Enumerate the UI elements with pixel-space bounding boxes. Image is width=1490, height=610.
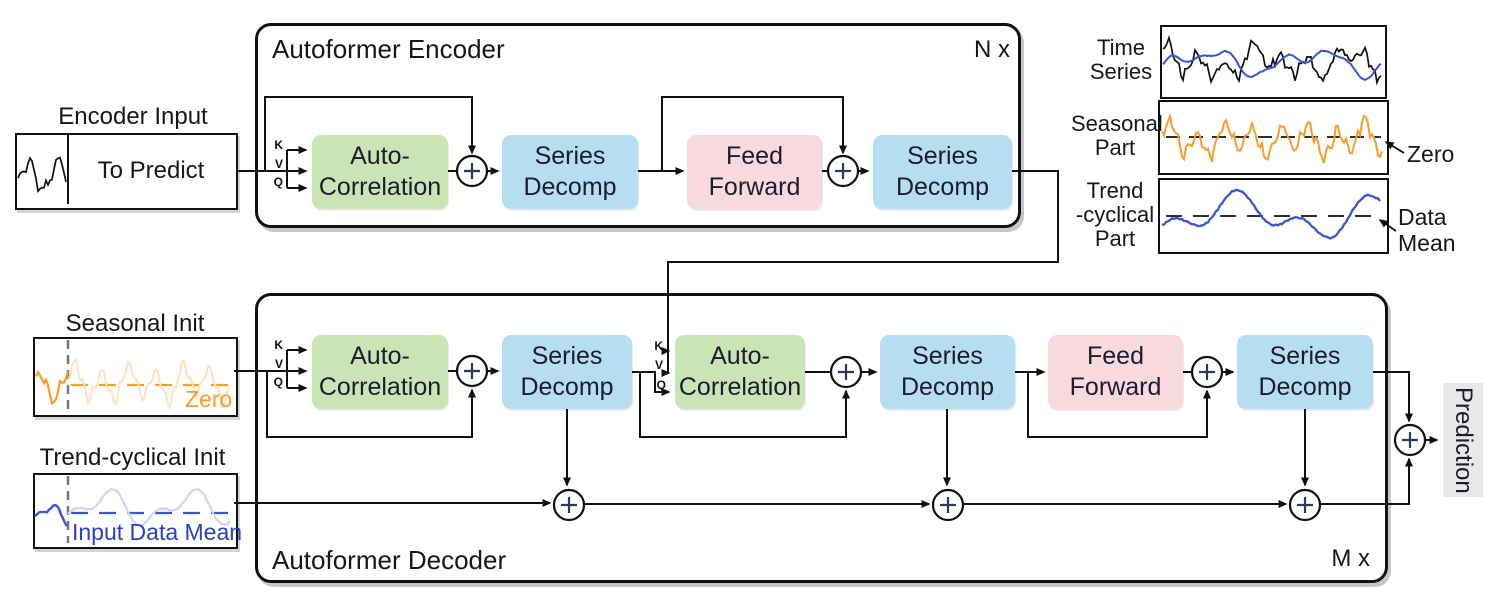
encoder-series-decomp-2-block: Series Decomp — [873, 135, 1012, 209]
encoder-feed-forward-block: Feed Forward — [687, 135, 822, 209]
decoder-feed-forward-block: Feed Forward — [1048, 335, 1183, 409]
decoder-self-k-label: K — [274, 338, 283, 352]
encoder-series-decomp-1-block: Series Decomp — [502, 135, 638, 209]
seasonal-part-panel — [1158, 100, 1389, 175]
encoder-q-label: Q — [273, 175, 283, 189]
sum-node — [1393, 423, 1427, 457]
trend-init-mean-annotation: Input Data Mean — [72, 519, 243, 545]
decoder-cross-q-label: Q — [656, 378, 666, 392]
decoder-repeat-count: M x — [1331, 545, 1370, 572]
seasonal-part-label: Seasonal Part — [1071, 111, 1163, 160]
decoder-series-decomp-3-block: Series Decomp — [1237, 335, 1373, 409]
decoder-title: Autoformer Decoder — [272, 545, 507, 575]
encoder-repeat-count: N x — [974, 36, 1010, 63]
data-mean-annotation: Data Mean — [1398, 204, 1456, 256]
decoder-cross-v-label: V — [654, 358, 663, 372]
encoder-auto-correlation-block: Auto- Correlation — [312, 135, 448, 209]
decoder-series-decomp-1-block: Series Decomp — [502, 335, 632, 409]
encoder-input-label: Encoder Input — [58, 103, 208, 130]
zero-annotation: Zero — [1407, 141, 1455, 167]
prediction-label: Prediction — [1450, 386, 1477, 494]
trend-part-label: Trend -cyclical Part — [1075, 178, 1155, 251]
prediction-output: Prediction — [1443, 383, 1483, 497]
decoder-self-v-label: V — [274, 357, 283, 371]
seasonal-init-zero-annotation: Zero — [185, 386, 233, 412]
encoder-title: Autoformer Encoder — [272, 34, 505, 64]
encoder-v-label: V — [274, 157, 283, 171]
decoder-auto-correlation-2-block: Auto- Correlation — [675, 335, 805, 409]
decoder-auto-correlation-1-block: Auto- Correlation — [312, 335, 448, 409]
decoder-self-q-label: Q — [273, 375, 283, 389]
encoder-k-label: K — [274, 138, 283, 152]
decoder-cross-k-label: K — [654, 339, 663, 353]
to-predict-label: To Predict — [97, 157, 205, 184]
seasonal-init-label: Seasonal Init — [65, 310, 205, 337]
decoder-series-decomp-2-block: Series Decomp — [880, 335, 1015, 409]
trend-part-panel — [1158, 178, 1389, 254]
trend-init-label: Trend-cyclical Init — [39, 444, 226, 471]
time-series-panel — [1160, 25, 1387, 99]
time-series-label: Time Series — [1089, 35, 1153, 84]
